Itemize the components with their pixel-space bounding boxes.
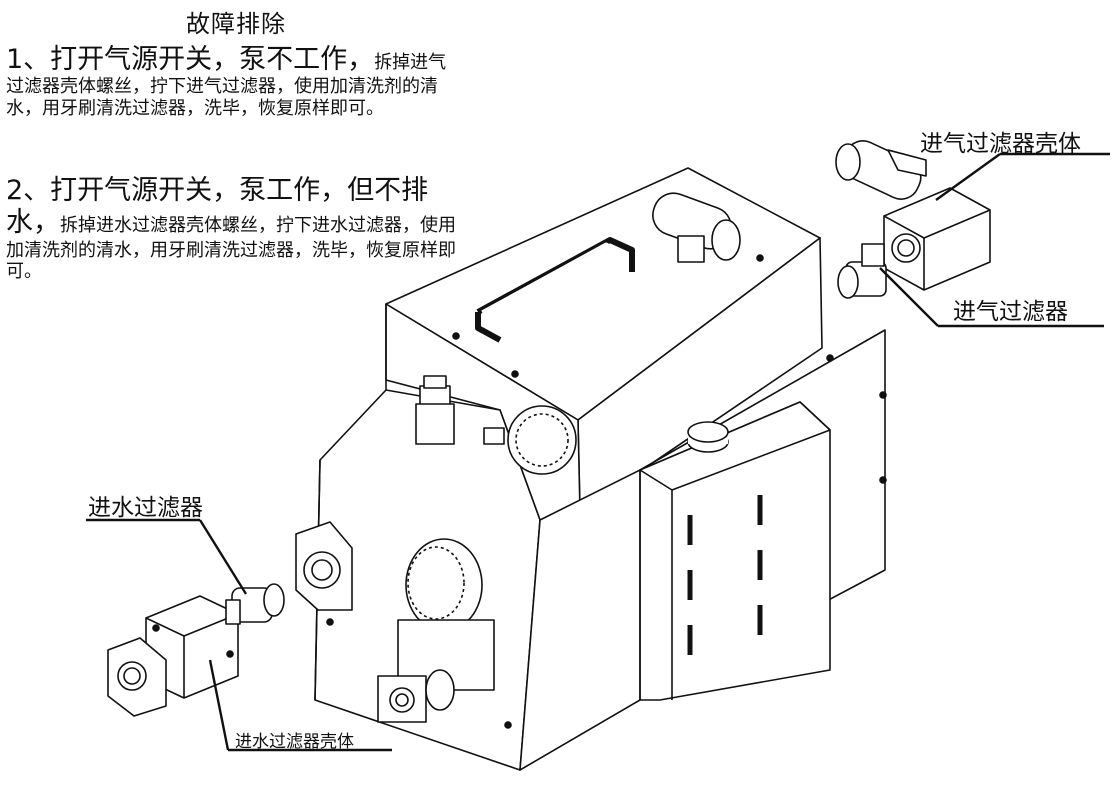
step-2-body: 拆掉进水过滤器壳体螺丝，拧下进水过滤器，使用加清洗剂的清水，用牙刷清洗过滤器，洗… (6, 215, 456, 283)
step-2-lead: 2、打开气源开关，泵工作，但不排水， (6, 175, 429, 239)
pressure-gauge (377, 538, 495, 723)
troubleshoot-step-1: 1、打开气源开关，泵不工作，拆掉进气过滤器壳体螺丝，拧下进气过滤器，使用加清洗剂… (6, 44, 456, 120)
carry-handle (475, 237, 635, 343)
air-filter-part (837, 243, 887, 299)
step-1-lead: 1、打开气源开关，泵不工作， (6, 44, 375, 75)
label-air-filter-housing: 进气过滤器壳体 (920, 131, 1081, 157)
water-filter-housing-part (107, 595, 239, 717)
label-water-filter: 进水过滤器 (88, 495, 203, 521)
label-air-filter: 进气过滤器 (953, 299, 1068, 325)
label-water-filter-housing: 进水过滤器壳体 (235, 732, 354, 752)
water-filter-part (225, 583, 285, 625)
water-tank (639, 401, 831, 701)
troubleshoot-step-2: 2、打开气源开关，泵工作，但不排水，拆掉进水过滤器壳体螺丝，拧下进水过滤器，使用… (6, 175, 456, 283)
step-1-body: 拆掉进气过滤器壳体螺丝，拧下进气过滤器，使用加清洗剂的清水，用牙刷清洗过滤器，洗… (6, 52, 447, 119)
page-title: 故障排除 (186, 10, 286, 38)
exhaust-muffler (652, 192, 741, 263)
leader-lines (86, 152, 1110, 752)
top-fittings (415, 375, 577, 475)
front-flange (295, 521, 353, 611)
air-filter-housing-part (835, 140, 991, 291)
